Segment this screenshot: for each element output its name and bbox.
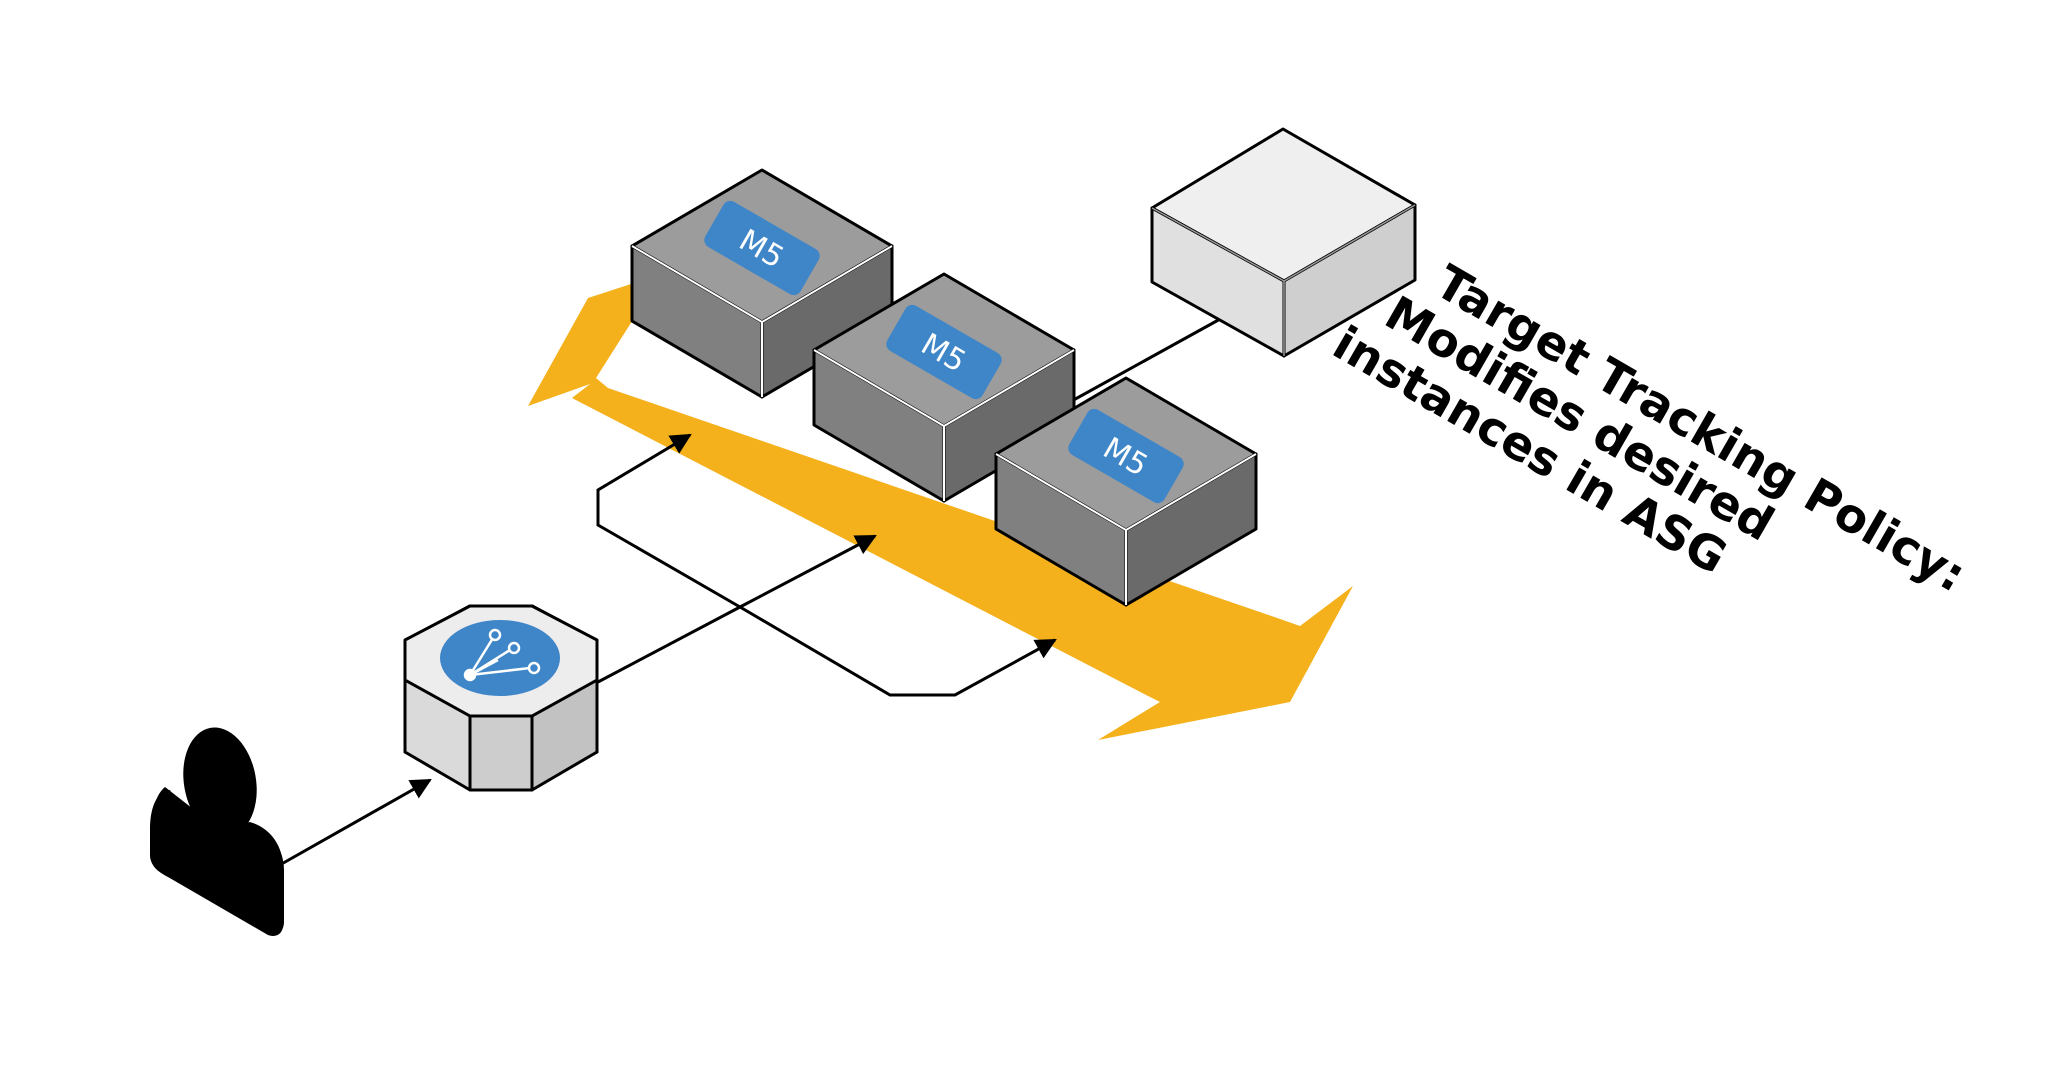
empty-instance-box xyxy=(1150,127,1417,358)
policy-label: Target Tracking Policy: Modifies desired… xyxy=(1324,255,1975,604)
lb-network-glyph xyxy=(463,628,541,682)
instance-to-empty-box-line xyxy=(1049,316,1223,415)
scaling-arrow-shape xyxy=(528,274,1353,740)
user-to-lb-arrow xyxy=(277,778,432,868)
user-icon xyxy=(150,727,284,936)
lb-to-instance2-arrow xyxy=(739,534,877,609)
instance-3: M5 xyxy=(994,376,1258,607)
load-balancer-icon xyxy=(403,604,599,792)
route-to-instance3 xyxy=(739,605,1057,697)
route-to-instance1 xyxy=(596,433,741,609)
instance-2: M5 xyxy=(812,272,1076,503)
instance-1: M5 xyxy=(630,168,894,399)
connectors xyxy=(277,316,1223,868)
lb-to-instance2-line xyxy=(597,605,741,684)
